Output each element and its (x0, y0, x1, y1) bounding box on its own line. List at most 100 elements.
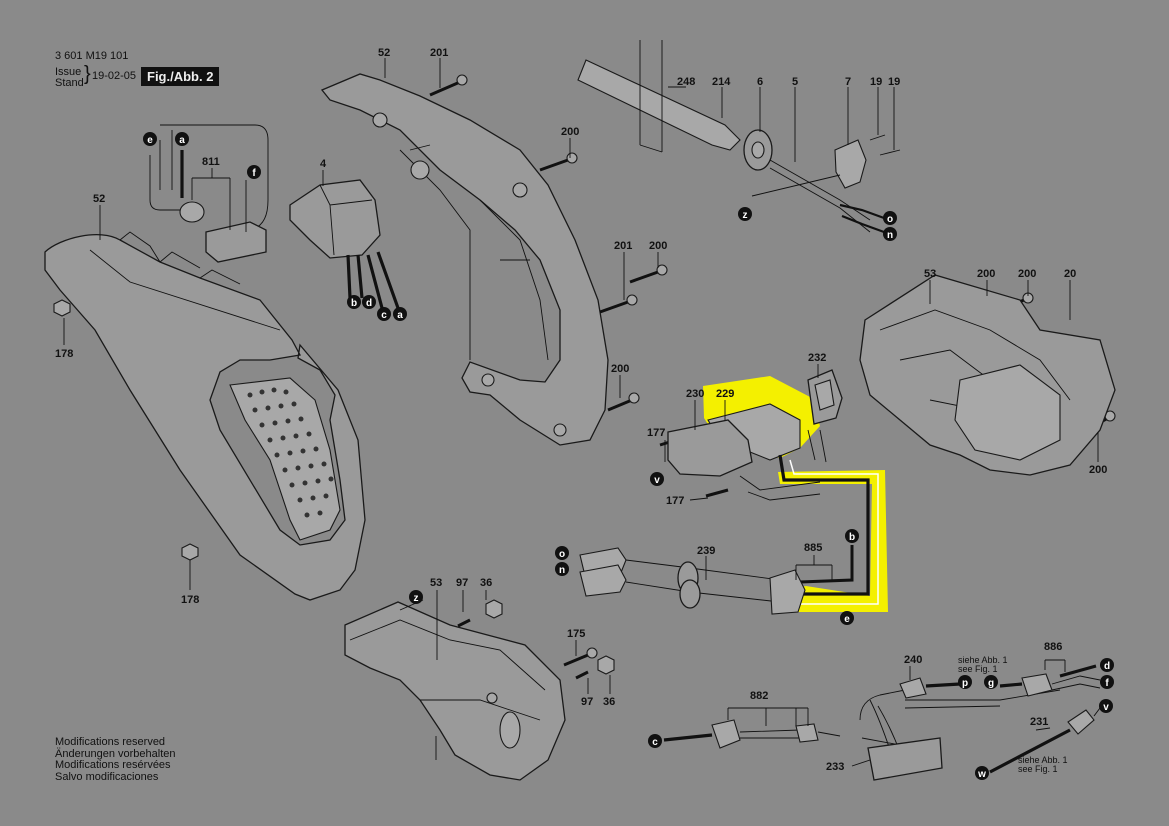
code-n-mid: n (555, 562, 569, 576)
mod-line-3: Modifications resérvées (55, 759, 171, 771)
issue-date: 19-02-05 (92, 70, 137, 82)
leader-lines (63, 58, 1099, 767)
label-177-b: 177 (666, 495, 684, 507)
label-7: 7 (845, 76, 851, 88)
svg-text:w: w (977, 769, 986, 780)
label-240: 240 (904, 654, 922, 666)
code-b: b (347, 295, 361, 309)
ref-240-line-1: siehe Abb. 1 (958, 655, 1008, 665)
label-19-b: 19 (888, 76, 900, 88)
code-p: p (958, 675, 972, 689)
reference-notes: siehe Abb. 1 see Fig. 1 siehe Abb. 1 see… (958, 655, 1068, 774)
wire-codes: e a f b d c a z o n v b o n e z p g d f … (143, 132, 1114, 780)
code-f-top: f (247, 165, 261, 179)
part-232 (807, 369, 843, 425)
label-97-b: 97 (581, 696, 593, 708)
label-882: 882 (750, 690, 768, 702)
svg-text:d: d (1104, 661, 1110, 672)
label-97-a: 97 (456, 577, 468, 589)
code-o-top: o (883, 211, 897, 225)
label-175: 175 (567, 628, 585, 640)
label-239: 239 (697, 545, 715, 557)
svg-text:a: a (179, 135, 185, 146)
svg-text:g: g (988, 678, 994, 689)
label-178-top: 178 (55, 348, 73, 360)
svg-text:b: b (849, 532, 855, 543)
code-a: a (393, 307, 407, 321)
label-214: 214 (712, 76, 731, 88)
stand-label: Stand (55, 77, 84, 89)
label-201-top: 201 (430, 47, 448, 59)
doc-number: 3 601 M19 101 (55, 50, 129, 62)
code-v: v (650, 472, 664, 486)
figure-label: Fig./Abb. 2 (141, 67, 220, 86)
label-52-top: 52 (378, 47, 390, 59)
label-886: 886 (1044, 641, 1062, 653)
code-a-top: a (175, 132, 189, 146)
part-229-230 (667, 403, 879, 605)
code-n-top: n (883, 227, 897, 241)
label-200-e: 200 (611, 363, 629, 375)
label-200-a: 200 (561, 126, 579, 138)
dots-grip (247, 387, 334, 518)
housing-half-left (44, 231, 366, 601)
modifications-note: Modifications reserved Änderungen vorbeh… (55, 736, 176, 783)
label-231: 231 (1030, 716, 1048, 728)
code-w: w (975, 766, 989, 780)
label-229: 229 (716, 388, 734, 400)
cable-assembly (577, 40, 901, 234)
label-200-f: 200 (1089, 464, 1107, 476)
label-36-a: 36 (480, 577, 492, 589)
svg-text:a: a (397, 310, 403, 321)
svg-text:o: o (559, 549, 565, 560)
label-811: 811 (202, 156, 220, 168)
svg-text:c: c (381, 310, 387, 321)
svg-text:d: d (366, 298, 372, 309)
svg-text:v: v (1103, 702, 1109, 713)
svg-text:f: f (252, 168, 256, 179)
label-230: 230 (686, 388, 704, 400)
code-z-bottom: z (409, 590, 423, 604)
label-232: 232 (808, 352, 826, 364)
svg-text:n: n (887, 230, 893, 241)
ref-240-line-2: see Fig. 1 (958, 664, 998, 674)
label-53-bottom: 53 (430, 577, 442, 589)
svg-text:v: v (654, 475, 660, 486)
brace: } (84, 63, 91, 85)
svg-text:f: f (1105, 678, 1109, 689)
svg-text:p: p (962, 678, 968, 689)
code-f-right: f (1100, 675, 1114, 689)
code-o-mid: o (555, 546, 569, 560)
part-239 (579, 547, 806, 615)
code-d: d (362, 295, 376, 309)
code-c: c (377, 307, 391, 321)
svg-text:c: c (652, 737, 658, 748)
label-248: 248 (677, 76, 695, 88)
label-200-b: 200 (649, 240, 667, 252)
motor-housing-right (859, 274, 1116, 476)
housing-half-right (320, 73, 609, 446)
part-233-group (859, 659, 1101, 781)
screws (53, 74, 1116, 680)
label-53-right: 53 (924, 268, 936, 280)
svg-text:n: n (559, 565, 565, 576)
svg-text:o: o (887, 214, 893, 225)
svg-text:b: b (351, 298, 357, 309)
ref-231-line-1: siehe Abb. 1 (1018, 755, 1068, 765)
part-labels: 52 201 248 214 6 5 7 19 19 811 200 4 52 … (55, 47, 1107, 773)
part-4 (289, 179, 400, 309)
label-201-mid: 201 (614, 240, 632, 252)
part-882 (663, 707, 841, 749)
svg-text:z: z (743, 210, 748, 221)
code-d-right: d (1100, 658, 1114, 672)
svg-text:e: e (844, 614, 850, 625)
svg-text:e: e (147, 135, 153, 146)
ref-231-line-2: see Fig. 1 (1018, 764, 1058, 774)
code-e-top: e (143, 132, 157, 146)
svg-text:z: z (414, 593, 419, 604)
code-g: g (984, 675, 998, 689)
label-233: 233 (826, 761, 844, 773)
mod-line-2: Änderungen vorbehalten (55, 747, 176, 760)
